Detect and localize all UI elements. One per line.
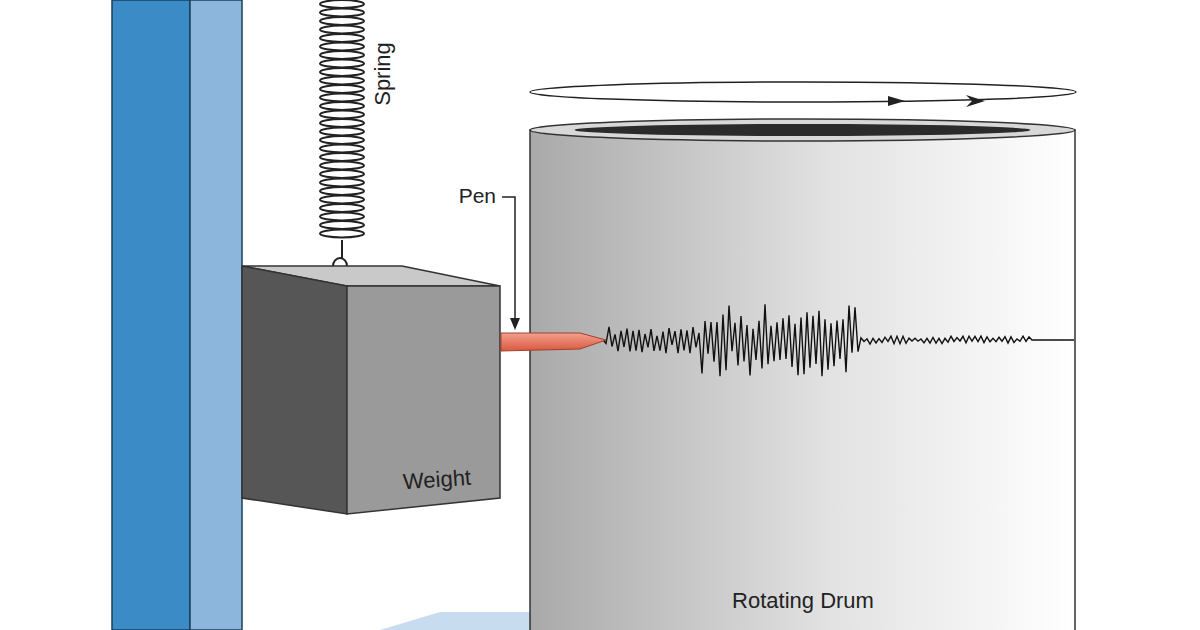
arrow-head — [888, 96, 905, 106]
coil-winding — [320, 68, 364, 76]
coil-winding — [320, 0, 364, 8]
coil-winding — [320, 17, 364, 25]
spring-hook — [341, 240, 343, 258]
part-name: Spring — [370, 42, 396, 106]
coil-winding — [320, 43, 364, 51]
leader-line — [502, 197, 515, 322]
coil-winding — [320, 136, 364, 144]
support-column-face — [190, 0, 242, 630]
coil-winding — [320, 170, 364, 178]
coil-winding — [320, 196, 364, 204]
part-name: Pen — [459, 184, 496, 208]
coil-winding — [320, 85, 364, 93]
coil-winding — [320, 179, 364, 187]
coil-winding — [320, 94, 364, 102]
coil-winding — [320, 9, 364, 17]
coil-winding — [320, 162, 364, 170]
seismogram-trace — [603, 304, 1074, 376]
coil-winding — [320, 221, 364, 229]
coil-winding — [320, 213, 364, 221]
rotation-arrow — [530, 82, 1076, 102]
rotating-drum-shape — [528, 118, 1078, 630]
spring-coil — [320, 0, 364, 238]
coil-winding — [320, 145, 364, 153]
coil-winding — [320, 26, 364, 34]
arrow-head — [510, 318, 520, 330]
support-column — [112, 0, 190, 630]
coil-winding — [320, 204, 364, 212]
coil-winding — [320, 111, 364, 119]
node-label: Rotating Drum — [528, 588, 1078, 614]
coil-winding — [320, 77, 364, 85]
coil-winding — [320, 230, 364, 238]
coil-winding — [320, 60, 364, 68]
coil-winding — [320, 187, 364, 195]
coil-winding — [320, 128, 364, 136]
arrow-head — [966, 95, 985, 107]
drum-body — [530, 130, 1075, 630]
weight-side — [242, 266, 347, 514]
rotating-drum: Rotating Drum — [528, 118, 1078, 630]
pen — [501, 333, 606, 351]
weight-block: Weight — [242, 262, 502, 518]
weight-face — [347, 286, 500, 514]
coil-winding — [320, 102, 364, 110]
drum-opening — [575, 124, 1031, 136]
drum-rim — [530, 119, 1075, 141]
coil-winding — [320, 34, 364, 42]
coil-winding — [320, 119, 364, 127]
coil-winding — [320, 51, 364, 59]
coil-winding — [320, 153, 364, 161]
